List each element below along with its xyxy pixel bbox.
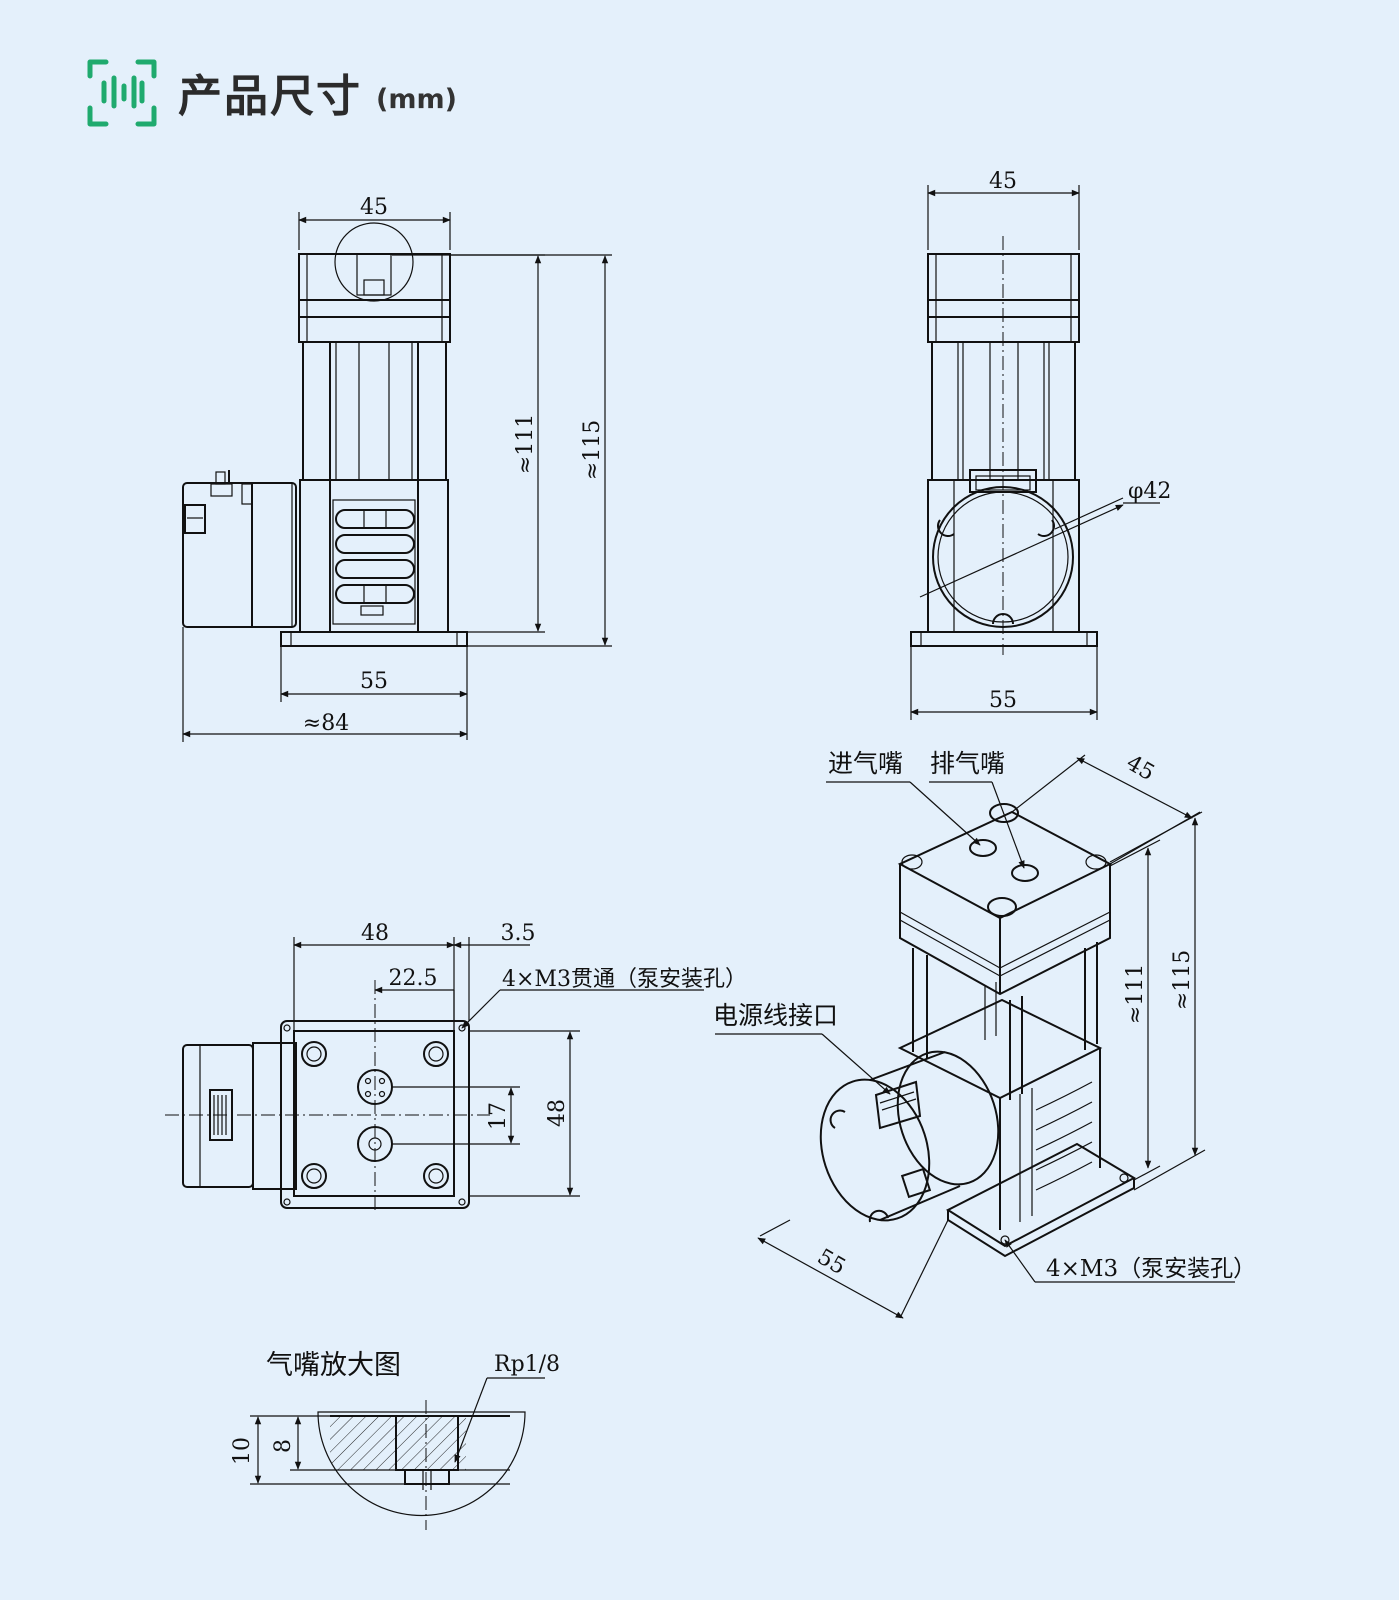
iso-height-115: ≈115 — [1170, 950, 1195, 1010]
top-hole-note: 4×M3贯通（泵安装孔） — [502, 967, 747, 992]
front-overall-84: ≈84 — [303, 711, 349, 736]
front-view: 45 ≈111 ≈115 55 ≈84 — [182, 195, 612, 742]
side-view: 45 φ42 55 — [910, 169, 1171, 720]
front-height-111: ≈111 — [513, 414, 538, 474]
detail-view: 气嘴放大图 Rp1/8 10 8 — [230, 1350, 560, 1530]
top-width-48: 48 — [361, 921, 389, 946]
iso-hole-note: 4×M3（泵安装孔） — [1046, 1256, 1256, 1282]
thread-label: Rp1/8 — [494, 1352, 560, 1377]
iso-base-55: 55 — [813, 1245, 850, 1281]
front-width-45: 45 — [360, 195, 388, 220]
power-label: 电源线接口 — [713, 1001, 838, 1030]
inlet-label: 进气嘴 — [828, 749, 903, 778]
iso-height-111: ≈111 — [1123, 964, 1148, 1024]
side-diameter-42: φ42 — [1128, 479, 1171, 504]
section-header: 产品尺寸 (mm) — [86, 54, 457, 130]
top-offset-22-5: 22.5 — [389, 966, 438, 991]
side-base-55: 55 — [989, 688, 1017, 713]
detail-depth-10: 10 — [230, 1437, 255, 1465]
detail-title: 气嘴放大图 — [266, 1350, 401, 1381]
top-offset-3-5: 3.5 — [501, 921, 536, 946]
top-height-48: 48 — [545, 1099, 570, 1127]
top-spacing-17: 17 — [486, 1102, 511, 1130]
iso-view: 进气嘴 排气嘴 45 ≈111 ≈115 电源线接口 55 4×M3（泵安装孔） — [713, 749, 1256, 1319]
side-width-45: 45 — [989, 169, 1017, 194]
front-height-115: ≈115 — [580, 420, 605, 480]
outlet-label: 排气嘴 — [930, 749, 1005, 778]
unit-label: (mm) — [376, 83, 457, 115]
top-view: 48 3.5 22.5 4×M3贯通（泵安装孔） 17 48 — [165, 921, 747, 1210]
front-base-55: 55 — [360, 669, 388, 694]
scan-icon — [87, 59, 157, 127]
iso-width-45: 45 — [1122, 751, 1159, 787]
detail-depth-8: 8 — [271, 1439, 296, 1453]
page-title: 产品尺寸 — [178, 71, 362, 122]
